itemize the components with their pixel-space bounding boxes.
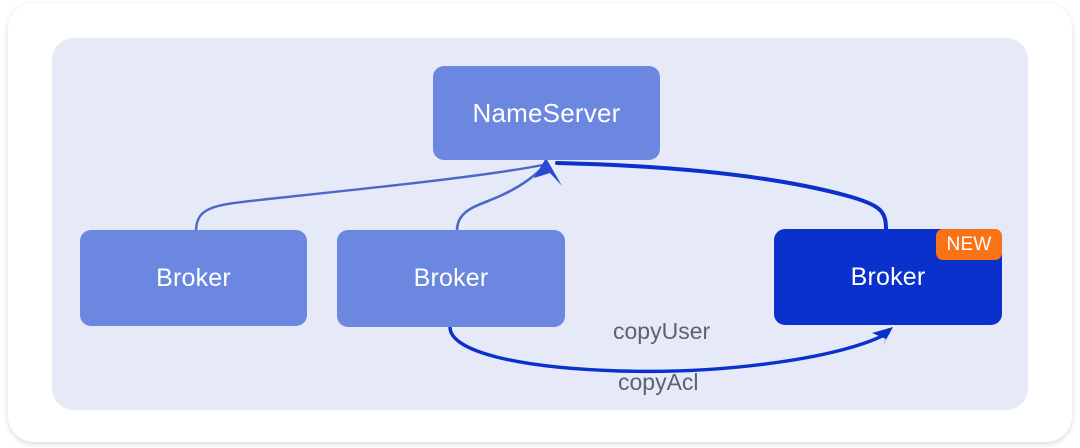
- edge-label-copy-user: copyUser: [613, 318, 711, 344]
- node-broker-new-label: Broker: [850, 262, 926, 291]
- node-broker-b[interactable]: Broker: [337, 230, 565, 327]
- edge-label-copy-acl: copyAcl: [618, 369, 699, 395]
- new-badge: NEW: [936, 229, 1002, 260]
- node-nameserver[interactable]: NameServer: [433, 66, 660, 160]
- node-broker-a-label: Broker: [156, 263, 231, 292]
- node-nameserver-label: NameServer: [472, 97, 621, 128]
- node-broker-new[interactable]: Broker NEW: [774, 229, 1002, 325]
- node-broker-b-label: Broker: [413, 264, 489, 292]
- node-broker-a[interactable]: Broker: [80, 230, 307, 326]
